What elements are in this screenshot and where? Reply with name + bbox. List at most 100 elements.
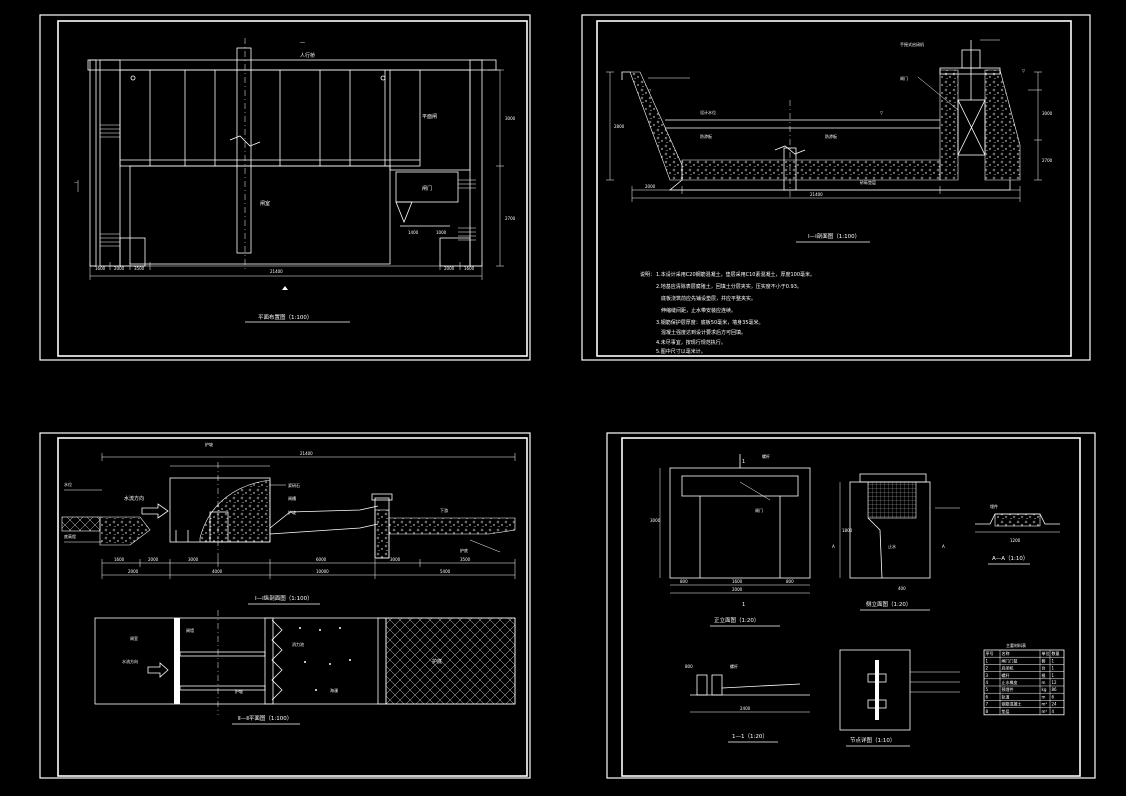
table-cell: 台 [1042,665,1046,671]
downstream-slope-2 [269,523,379,535]
table-cell: 5 [986,687,989,692]
side-top [859,473,927,483]
notes-header: 说明： [640,271,655,278]
sheet-border [39,432,531,779]
dim-label: 1600 [464,266,475,271]
plan-hatch-label: 护底 [432,658,442,665]
gate-leaf-box [395,171,459,203]
table-cell: 根 [1042,672,1046,678]
gate-frame-elevation [669,467,811,579]
dim-label: 21400 [810,192,823,197]
hoist-label: 手摇式启闭机 [900,41,924,47]
end-cap [371,493,393,501]
right-steps [458,179,476,241]
note-line: 3.钢筋保护层厚度：底板50毫米，墙身35毫米。 [656,319,764,326]
dim-label: 800 [680,579,688,584]
dim-label: 1600 [114,557,125,562]
detail-a-title: A—A（1:10） [992,555,1028,562]
detail-box [711,674,723,696]
table-cell: 6 [1052,694,1055,699]
gate-wall-left [939,69,959,181]
column-row [119,69,421,167]
gate-leaf-label: 闸门 [755,507,763,513]
dim-label: 2000 [444,266,455,271]
plan-dots [299,627,351,691]
walkway-label: 人行桥 [300,52,315,59]
panel-title: 平面布置图（1:100） [258,313,312,321]
upstream-riprap [61,516,101,532]
flow-label-top: 护坡 [205,441,213,447]
table-cell: 1 [1052,666,1055,671]
gate-beam-plan [179,651,266,657]
table-cell: 钢筋混凝土 [1002,701,1022,707]
axis-top-label: 一 [300,41,305,47]
anchor-label: 埋件 [990,503,998,509]
gate-top-beam [681,475,799,497]
side-label: 止水 [888,543,896,549]
break-line [229,135,261,147]
dim-label: 400 [898,586,906,591]
dim-label: 2000 [732,587,743,592]
dim-label: 3000 [650,518,661,523]
gate-leaf [957,99,986,156]
dim-label: 1400 [408,230,419,235]
table-border [983,649,1065,716]
side-curve [867,517,883,579]
center-pier [236,47,252,254]
note-line: 4.未尽事宜，按现行规范执行。 [656,339,726,346]
side-axis-left: A [832,544,835,549]
gravel-label: 浆研石 [288,482,300,488]
title-frame [57,20,528,357]
bolt-mark [380,75,386,81]
table-cell: 86 [1052,687,1058,692]
table-cell: 4 [1052,709,1055,714]
table-cell: m³ [1042,709,1048,714]
slab-label: 防渗板 [825,133,837,139]
grid-screen [867,481,917,519]
gate-point [395,201,413,224]
plan-label-1: 闸墙 [186,627,194,633]
table-cell: m³ [1042,702,1048,707]
table-header-cell: 序号 [986,650,994,656]
stilling-fill [199,479,271,543]
left-wall [89,59,97,267]
table-cell: 1 [1052,658,1055,663]
table-cell: 24 [1052,702,1058,707]
flow-label: 水流方向 [124,495,144,502]
gate-slot-label: 闸槽 [288,495,296,501]
panel-plan-layout: 人行桥 一 闸室 [39,14,531,361]
table-header-cell: 单位 [1042,650,1050,656]
gate-leaf-label: 闸门 [422,185,432,192]
table-cell: 垫层 [1002,708,1010,714]
dim-label: 6000 [316,557,327,562]
gate-label: 闸门 [900,75,908,81]
end-sill-fill [374,509,390,559]
vertical-dimension [1028,71,1042,181]
dimension-row [101,559,516,579]
dim-label: 3000 [188,557,199,562]
table-cell: 8 [986,709,989,714]
section-title: Ⅰ—Ⅰ剖面图（1:100） [808,232,860,240]
section-title: Ⅰ—Ⅰ纵剖面图（1:100） [255,594,313,602]
north-arrow-icon [282,286,288,290]
table-cell: 7 [986,702,989,707]
detail-b-title: 1—1（1:20） [732,733,768,740]
elev-marker: ▽ [1022,68,1026,73]
detail-label: 螺杆 [730,663,738,669]
panel-gate-details: 1 螺杆 闸门 3000 800 1600 800 2000 1 正立面图（1:… [606,432,1096,779]
detail-rod [721,683,801,689]
riprap-plan [385,617,516,705]
table-title: 主要材料表 [1006,642,1026,648]
leader-line [917,76,959,111]
sheet-border [581,14,1091,361]
plan-label-3: 海漫 [330,687,338,693]
right-footing [439,237,471,267]
note-line: 混凝土强度达到设计要求后方可回填。 [656,329,746,336]
left-footing [119,237,146,267]
title-frame [57,437,528,777]
dim-label: 5400 [440,569,451,574]
dim-label: 2000 [128,569,139,574]
table-cell: 启闭机 [1002,665,1014,671]
detail-fill [994,513,1041,527]
